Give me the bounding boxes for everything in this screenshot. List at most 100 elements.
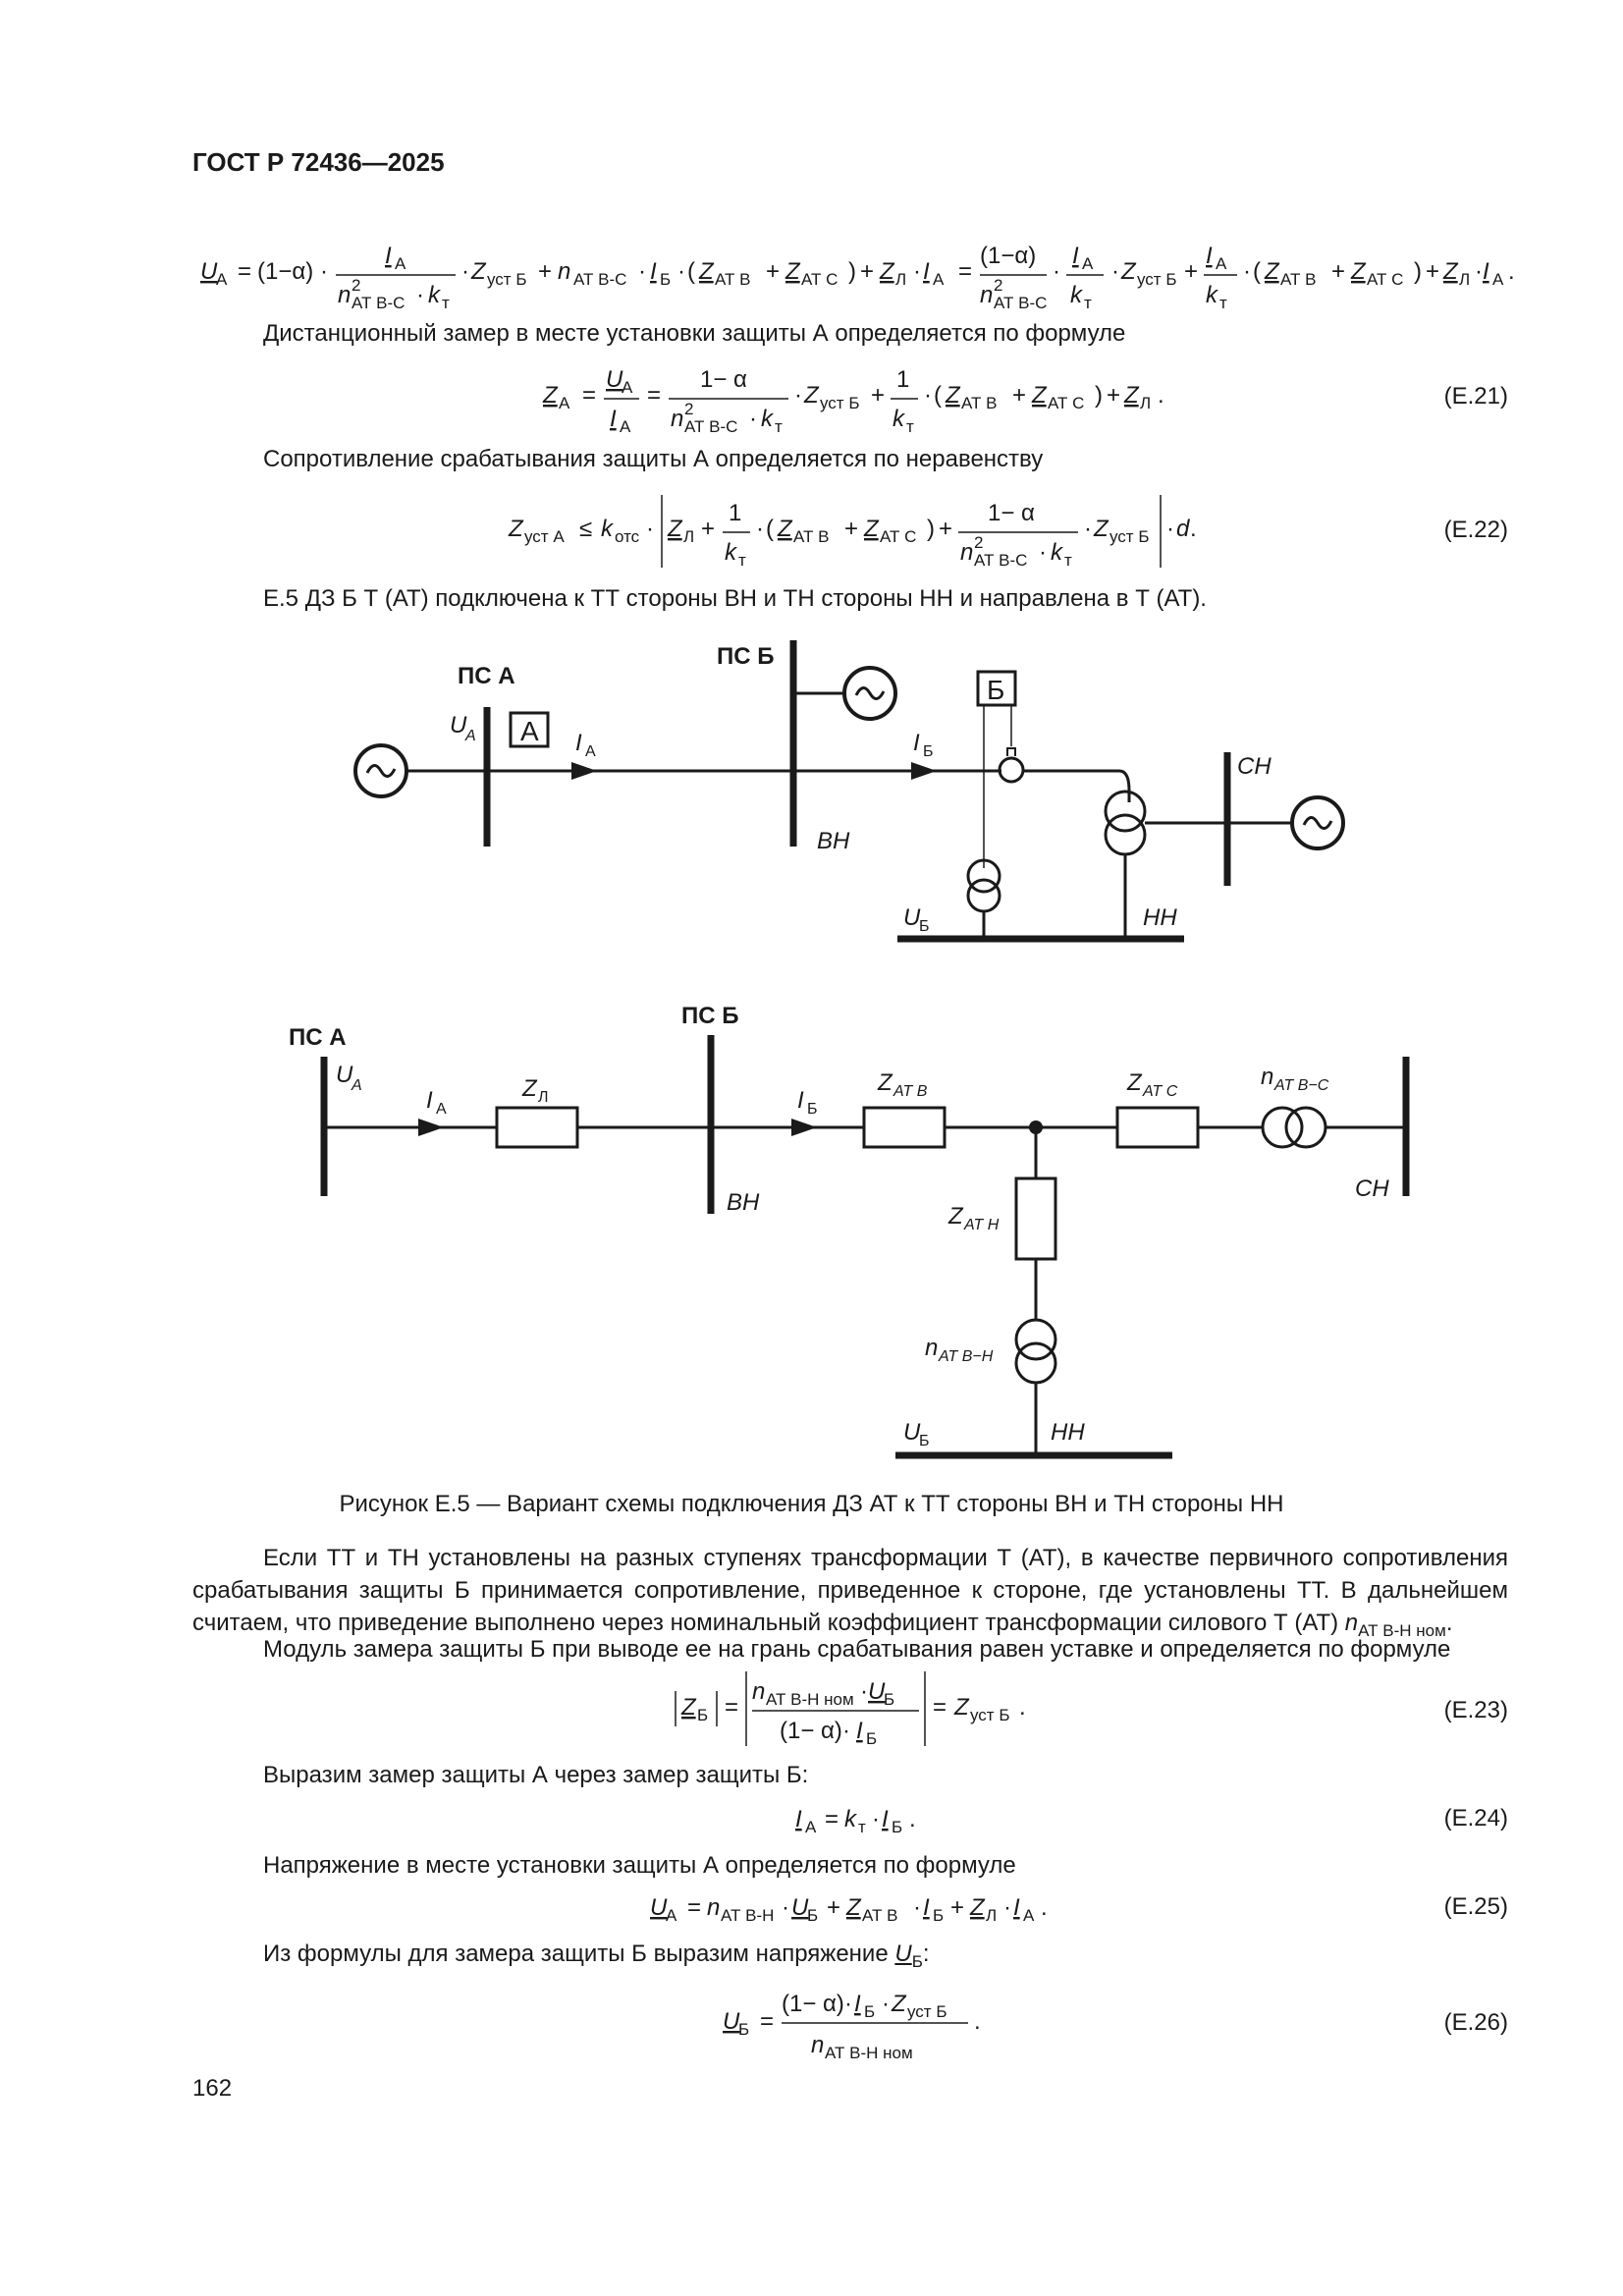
svg-text:уст Б: уст Б xyxy=(907,2002,947,2021)
current-arrow-ib xyxy=(911,762,937,780)
svg-text:уст Б: уст Б xyxy=(970,1706,1009,1724)
equation-number: (Е.25) xyxy=(1443,1893,1508,1920)
svg-text:·: · xyxy=(416,282,424,308)
svg-text:·: · xyxy=(749,406,757,432)
svg-text:n: n xyxy=(1261,1064,1273,1090)
svg-text:Z: Z xyxy=(698,258,715,285)
resistor-zl xyxy=(495,1106,579,1149)
svg-text:=: = xyxy=(582,382,596,409)
svg-text:А: А xyxy=(622,378,633,397)
svg-text:Z: Z xyxy=(470,258,487,285)
equation-number: (Е.21) xyxy=(1443,383,1508,410)
svg-text:=: = xyxy=(725,1694,738,1721)
svg-text:АТ В-С: АТ В-С xyxy=(573,270,626,289)
svg-text:I: I xyxy=(882,1806,889,1832)
svg-text:U: U xyxy=(336,1062,353,1088)
svg-text:А: А xyxy=(666,1906,677,1925)
svg-text:·: · xyxy=(1243,258,1251,285)
svg-text:+: + xyxy=(1184,258,1198,285)
svg-text:n: n xyxy=(811,2032,824,2058)
svg-text:А: А xyxy=(1023,1906,1035,1925)
svg-text:АТ С: АТ С xyxy=(801,270,838,289)
svg-text:U: U xyxy=(868,1678,886,1705)
svg-text:Б: Б xyxy=(884,1690,894,1709)
svg-text:d: d xyxy=(1176,516,1190,542)
svg-text:·: · xyxy=(677,258,685,285)
paragraph: Модуль замера защиты Б при выводе ее на … xyxy=(263,1636,1451,1663)
svg-text:1− α: 1− α xyxy=(988,500,1035,526)
svg-text:Б: Б xyxy=(919,1433,930,1449)
equation-number: (Е.23) xyxy=(1443,1697,1508,1723)
svg-text:.: . xyxy=(1019,1694,1026,1721)
voltage-transformer-icon xyxy=(966,858,1001,894)
svg-text:Б: Б xyxy=(923,743,934,760)
svg-text:·: · xyxy=(913,1894,921,1921)
svg-text:Z: Z xyxy=(969,1894,986,1921)
autotransformer-icon xyxy=(1104,790,1147,833)
svg-text:Б: Б xyxy=(866,1729,877,1748)
svg-text:Z: Z xyxy=(1031,382,1048,409)
svg-text:I: I xyxy=(1013,1894,1020,1921)
svg-text:.: . xyxy=(974,2008,981,2035)
svg-text:): ) xyxy=(1414,258,1422,285)
svg-text:+: + xyxy=(844,516,858,542)
svg-text:+: + xyxy=(701,516,715,542)
svg-text:=: = xyxy=(958,258,972,285)
svg-text:Z: Z xyxy=(1093,516,1109,542)
svg-text:I: I xyxy=(854,1991,861,2017)
svg-text:НН: НН xyxy=(1051,1419,1085,1446)
svg-text:=: = xyxy=(238,258,251,285)
svg-text:1: 1 xyxy=(729,500,741,526)
svg-text:I: I xyxy=(1072,243,1079,269)
svg-text:А: А xyxy=(520,716,539,746)
svg-text:Z: Z xyxy=(1126,1069,1143,1096)
svg-text:Z: Z xyxy=(953,1694,970,1721)
svg-text:Л: Л xyxy=(895,270,906,289)
svg-text:U: U xyxy=(903,904,921,931)
svg-text:т: т xyxy=(738,551,746,570)
svg-text:ПС Б: ПС Б xyxy=(717,643,775,670)
svg-text:Л: Л xyxy=(683,527,694,546)
svg-text:=: = xyxy=(825,1806,839,1832)
svg-text:ВН: ВН xyxy=(817,828,850,854)
svg-text:Б: Б xyxy=(807,1906,818,1925)
svg-text:U: U xyxy=(903,1419,921,1446)
svg-text:АТ В: АТ В xyxy=(715,270,750,289)
svg-text:AT B: AT B xyxy=(893,1083,928,1100)
svg-text:·: · xyxy=(913,258,921,285)
svg-text:): ) xyxy=(927,516,935,542)
resistor-zatc xyxy=(1115,1106,1200,1149)
svg-text:2: 2 xyxy=(352,276,360,295)
svg-text:отс: отс xyxy=(615,527,640,546)
svg-text:АТ С: АТ С xyxy=(880,527,916,546)
svg-text:АТ В-Н: АТ В-Н xyxy=(721,1906,774,1925)
svg-text:Z: Z xyxy=(680,1694,697,1721)
paragraph: Е.5 ДЗ Б Т (АТ) подключена к ТТ стороны … xyxy=(263,585,1207,612)
svg-text:т: т xyxy=(858,1818,866,1836)
svg-text:уст А: уст А xyxy=(524,527,565,546)
svg-text:Z: Z xyxy=(1123,382,1140,409)
svg-text:ВН: ВН xyxy=(727,1189,760,1216)
svg-text:1− α: 1− α xyxy=(700,366,747,393)
svg-text:Z: Z xyxy=(521,1075,538,1102)
svg-text:Б: Б xyxy=(807,1101,818,1118)
svg-text:·: · xyxy=(1084,516,1092,542)
svg-text:n: n xyxy=(925,1335,938,1361)
svg-text:·: · xyxy=(1166,516,1174,542)
svg-text:АТ В-Н ном: АТ В-Н ном xyxy=(766,1690,854,1709)
generator-c-icon xyxy=(1290,795,1345,850)
equation-e26: U Б = (1− α) · I Б · Z уст Б n АТ В-Н но… xyxy=(723,1991,981,2062)
svg-text:Б: Б xyxy=(660,270,671,289)
svg-text:Б: Б xyxy=(738,2020,749,2039)
svg-text:ПС Б: ПС Б xyxy=(681,1003,739,1029)
svg-text:Z: Z xyxy=(667,516,683,542)
svg-text:·: · xyxy=(1111,258,1119,285)
svg-text:Б: Б xyxy=(892,1818,902,1836)
resistor-zatn xyxy=(1014,1176,1057,1261)
svg-text:I: I xyxy=(923,1894,930,1921)
svg-text:т: т xyxy=(775,417,783,436)
svg-text:НН: НН xyxy=(1143,904,1177,931)
svg-text:n: n xyxy=(338,282,351,308)
svg-text:ПС А: ПС А xyxy=(289,1024,347,1051)
svg-text:АТ В-С: АТ В-С xyxy=(974,551,1027,570)
